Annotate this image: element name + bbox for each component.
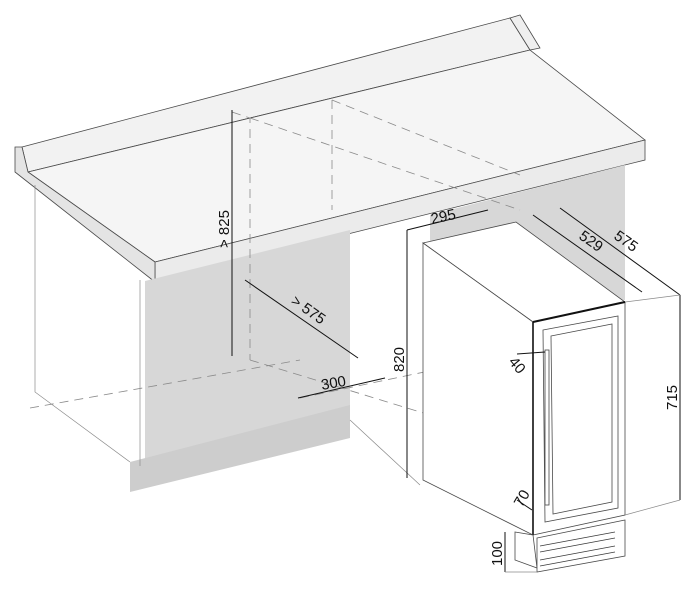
door-handle (544, 349, 550, 506)
dimension-lines (231, 110, 681, 573)
label-niche-height: > 825 (216, 210, 233, 248)
countertop (14, 14, 646, 283)
label-niche-width: 300 (320, 373, 348, 394)
label-appliance-height: 820 (391, 347, 408, 372)
cabinet-left (34, 185, 350, 492)
label-door-height: 715 (664, 385, 681, 410)
label-appliance-width: 295 (429, 206, 457, 228)
label-plinth-height: 100 (489, 541, 506, 566)
wine-cooler (422, 221, 626, 573)
label-plinth-depth: 70 (511, 487, 534, 510)
